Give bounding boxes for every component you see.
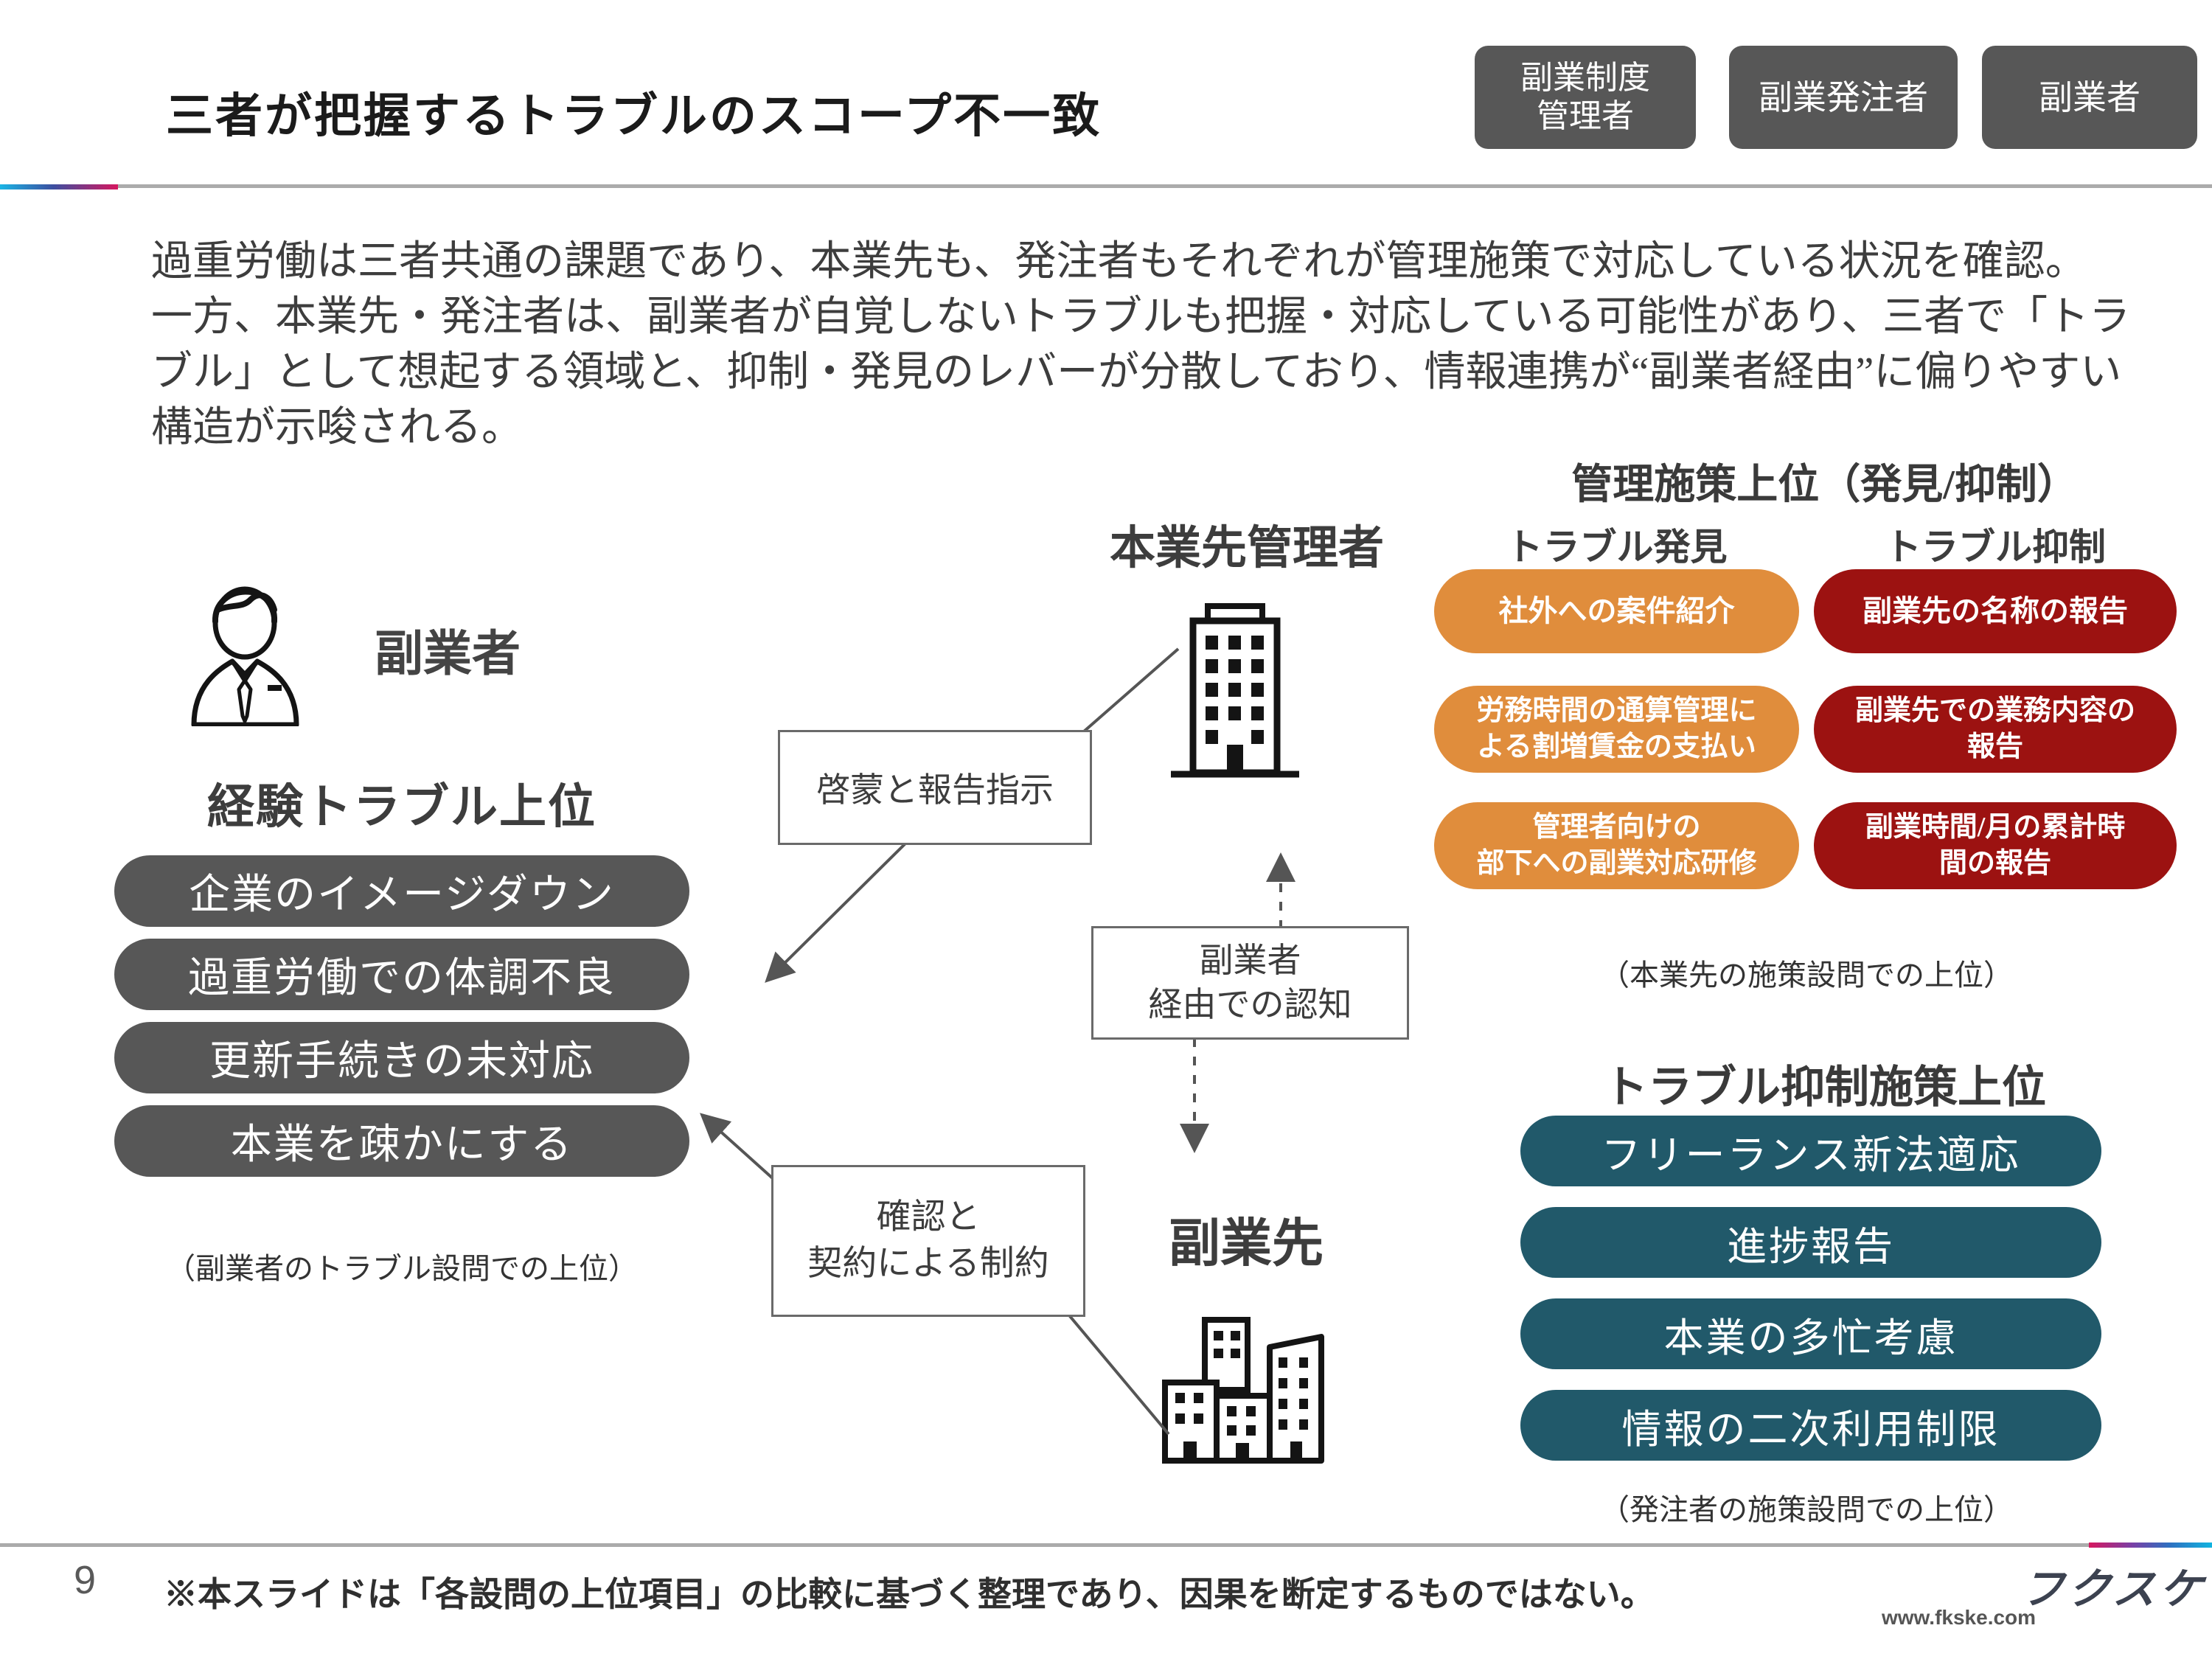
lead-line: 一方、本業先・発注者は、副業者が自覚しないトラブルも把握・対応している可能性があ… [151, 294, 2131, 340]
box-confirmation-contract: 確認と 契約による制約 [771, 1165, 1085, 1317]
suppression-item: 進捗報告 [1520, 1207, 2101, 1278]
main-employer-label: 本業先管理者 [1110, 524, 1385, 574]
page-number: 9 [74, 1558, 97, 1602]
top-divider-accent [0, 184, 118, 189]
fukusuke-logo: フクスケ [2017, 1565, 2212, 1613]
side-employer-label: 副業先 [1169, 1216, 1324, 1273]
discover-item: 管理者向けの 部下への副業対応研修 [1434, 802, 1799, 889]
management-caption: （本業先の施策設問での上位） [1600, 959, 2013, 992]
person-icon [191, 586, 299, 726]
worker-trouble-item: 本業を疎かにする [114, 1105, 689, 1177]
suppress-item: 副業先での業務内容の 報告 [1814, 686, 2177, 773]
box-recognition-via-worker: 副業者 経由での認知 [1091, 926, 1409, 1040]
footnote: ※本スライドは「各設問の上位項目」の比較に基づく整理であり、因果を断定するもので… [164, 1576, 1655, 1613]
worker-trouble-item: 企業のイメージダウン [114, 855, 689, 927]
top-divider [0, 184, 2212, 188]
column-header-discover: トラブル発見 [1506, 526, 1728, 568]
legend-chip-fukugyo-hatchusha: 副業発注者 [1729, 46, 1958, 149]
buildings-icon [1162, 1317, 1324, 1464]
line-building-to-enlighten [1082, 647, 1180, 733]
lead-line: ブル」として想起する領域と、抑制・発見のレバーが分散しており、情報連携が“副業者… [151, 349, 2122, 395]
legend-chip-subgyo-seido-kanrisha: 副業制度 管理者 [1475, 46, 1696, 149]
discover-item: 社外への案件紹介 [1434, 569, 1799, 653]
suppression-caption: （発注者の施策設問での上位） [1600, 1493, 2013, 1526]
box-enlightenment-report: 啓蒙と報告指示 [778, 730, 1092, 845]
worker-troubles-heading: 経験トラブル上位 [207, 781, 597, 833]
line-contract-to-sidebuildings [1053, 1296, 1170, 1436]
worker-label: 副業者 [375, 627, 521, 681]
suppression-item: 本業の多忙考慮 [1520, 1298, 2101, 1369]
arrow-enlighten-to-worker [765, 841, 908, 983]
lead-line: 過重労働は三者共通の課題であり、本業先も、発注者もそれぞれが管理施策で対応してい… [151, 239, 2087, 285]
suppress-item: 副業時間/月の累計時 間の報告 [1814, 802, 2177, 889]
lead-line: 構造が示唆される。 [151, 405, 523, 451]
bottom-divider-accent [2089, 1543, 2212, 1548]
worker-trouble-item: 過重労働での体調不良 [114, 939, 689, 1010]
column-header-suppress: トラブル抑制 [1885, 526, 2106, 568]
office-building-icon [1171, 603, 1299, 778]
suppression-item: フリーランス新法適応 [1520, 1116, 2101, 1186]
suppress-item: 副業先の名称の報告 [1814, 569, 2177, 653]
website-url: www.fkske.com [1882, 1606, 2037, 1629]
discover-item: 労務時間の通算管理に よる割増賃金の支払い [1434, 686, 1799, 773]
page-title: 三者が把握するトラブルのスコープ不一致 [166, 90, 1102, 142]
bottom-divider [0, 1543, 2212, 1547]
worker-caption: （副業者のトラブル設問での上位） [166, 1252, 638, 1285]
suppression-heading: トラブル抑制施策上位 [1604, 1063, 2046, 1112]
legend-chip-fukugyosha: 副業者 [1982, 46, 2197, 149]
management-heading: 管理施策上位（発見/抑制） [1571, 462, 2079, 508]
worker-trouble-item: 更新手続きの未対応 [114, 1022, 689, 1093]
lead-paragraph: 過重労働は三者共通の課題であり、本業先も、発注者もそれぞれが管理施策で対応してい… [151, 234, 2130, 456]
suppression-item: 情報の二次利用制限 [1520, 1390, 2101, 1461]
